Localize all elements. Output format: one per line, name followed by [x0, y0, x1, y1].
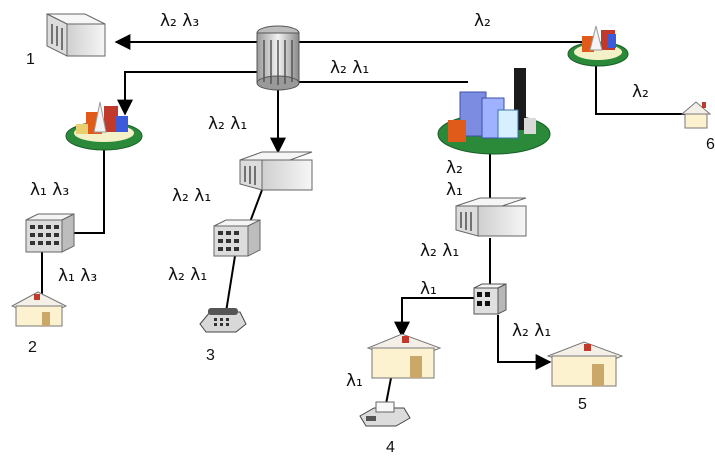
label-hub-to-6: λ₂ [474, 11, 491, 31]
label-city-to-office4-a: λ₂ [446, 158, 463, 178]
house-icon [680, 101, 712, 129]
link-campus6-to-house6 [595, 60, 692, 115]
label-office4-to-switch: λ₂ λ₁ [420, 241, 460, 261]
node-number-3: 3 [206, 347, 215, 364]
fax-icon [359, 401, 411, 427]
link-office3-to-office3b [249, 189, 263, 223]
office-building-icon [213, 219, 261, 257]
campus-icon [567, 25, 629, 67]
link-switch-to-house5 [497, 315, 552, 370]
label-campus-to-office2: λ₁ λ₃ [30, 180, 70, 200]
link-office3b-to-phone [225, 255, 236, 313]
label-office3-to-3b: λ₂ λ₁ [168, 265, 208, 285]
node-number-4: 4 [386, 439, 395, 456]
house-icon [10, 291, 68, 327]
label-hub-to-3: λ₂ λ₁ [208, 114, 248, 134]
label-office2-to-2: λ₁ λ₃ [58, 266, 98, 286]
label-office3-to-3a: λ₂ λ₁ [172, 186, 212, 206]
node-number-5: 5 [578, 396, 587, 413]
label-city-to-office4-b: λ₁ [446, 180, 463, 200]
label-hub-to-1: λ₂ λ₃ [160, 11, 200, 31]
node-number-1: 1 [26, 51, 35, 68]
node-number-6: 6 [706, 136, 715, 153]
node-number-2: 2 [28, 339, 37, 356]
link-hub-to-campus2 [117, 71, 258, 116]
campus-icon [65, 101, 143, 151]
link-switch-to-house4 [394, 297, 478, 338]
label-hub-to-city: λ₂ λ₁ [330, 58, 370, 78]
office-building-icon [25, 213, 75, 253]
link-house4-to-fax [385, 377, 392, 405]
switch-icon [473, 283, 507, 315]
label-campus6-to-6: λ₂ [632, 82, 649, 102]
connection-lines [41, 34, 692, 405]
label-switch-to-4: λ₁ [420, 279, 437, 299]
link-campus2-to-office2 [74, 146, 105, 234]
city-icon [437, 68, 551, 155]
house-icon [546, 341, 624, 387]
bank-building-icon [455, 197, 527, 237]
bank-building-icon [239, 151, 313, 191]
house-icon [366, 333, 442, 379]
bank-building-icon [46, 13, 106, 57]
label-house4-to-fax: λ₁ [346, 371, 363, 391]
hub-icon [256, 25, 300, 91]
label-switch-to-5: λ₂ λ₁ [512, 321, 552, 341]
phone-icon [199, 308, 247, 333]
